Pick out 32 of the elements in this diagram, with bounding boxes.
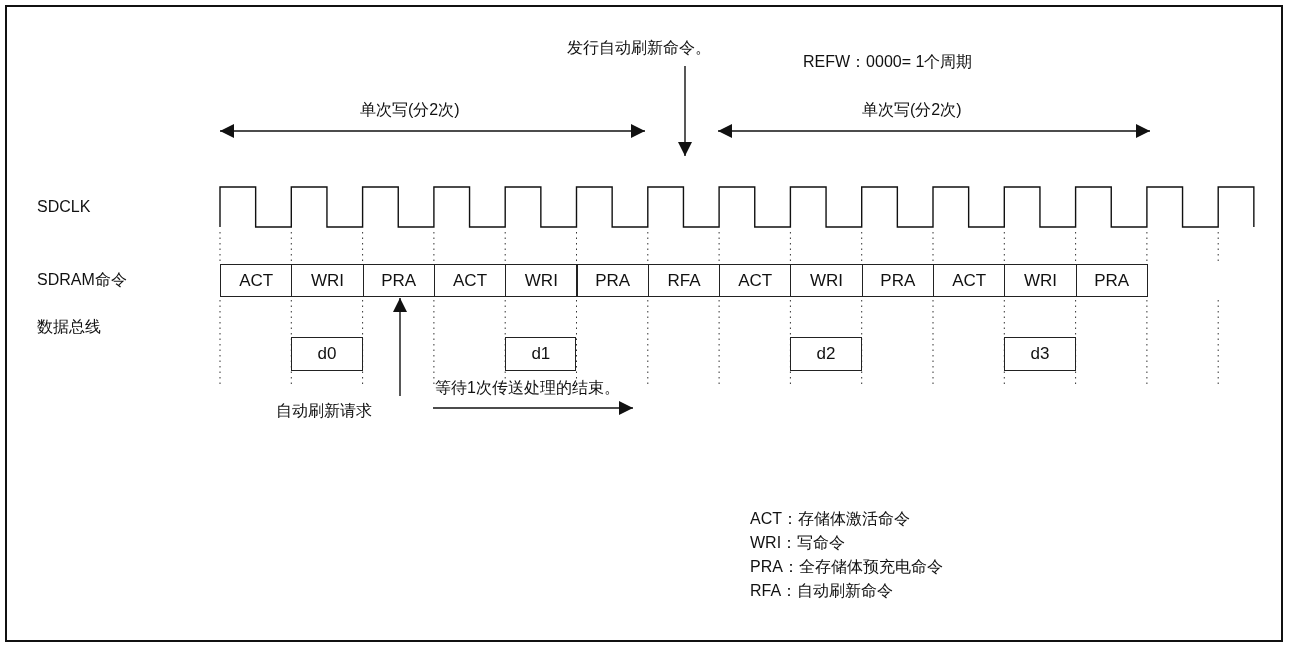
command-slot: WRI bbox=[505, 264, 578, 297]
legend-entry: ACT：存储体激活命令 bbox=[750, 509, 910, 529]
command-slot: WRI bbox=[790, 264, 863, 297]
command-slot: WRI bbox=[291, 264, 364, 297]
command-slot: ACT bbox=[933, 264, 1006, 297]
legend-entry: PRA：全存储体预充电命令 bbox=[750, 557, 943, 577]
annotation-text: 发行自动刷新命令。 bbox=[567, 38, 711, 58]
command-slot: ACT bbox=[719, 264, 792, 297]
signal-label: 数据总线 bbox=[37, 317, 101, 337]
command-slot: PRA bbox=[861, 264, 934, 297]
span-label: 单次写(分2次) bbox=[862, 100, 962, 120]
signal-label: SDRAM命令 bbox=[37, 270, 127, 290]
command-slot: PRA bbox=[576, 264, 649, 297]
legend-entry: WRI：写命令 bbox=[750, 533, 846, 553]
command-slot: ACT bbox=[433, 264, 507, 297]
data-slot: d0 bbox=[291, 337, 363, 371]
arrow bbox=[678, 65, 692, 157]
legend-entry: RFA：自动刷新命令 bbox=[750, 581, 894, 601]
data-slot: d3 bbox=[1004, 337, 1076, 371]
command-slot: PRA bbox=[1075, 264, 1148, 297]
signal-label: SDCLK bbox=[37, 197, 91, 217]
annotation-text: 等待1次传送处理的结束。 bbox=[435, 378, 620, 398]
data-slot: d1 bbox=[505, 337, 577, 371]
command-slot: PRA bbox=[362, 264, 435, 297]
arrow bbox=[393, 297, 407, 397]
command-slot: RFA bbox=[647, 264, 721, 297]
note-text: REFW：0000= 1个周期 bbox=[803, 52, 973, 72]
annotation-text: 自动刷新请求 bbox=[276, 401, 372, 421]
command-slot: ACT bbox=[220, 264, 293, 297]
command-slot: WRI bbox=[1004, 264, 1077, 297]
data-slot: d2 bbox=[790, 337, 862, 371]
span-label: 单次写(分2次) bbox=[360, 100, 460, 120]
